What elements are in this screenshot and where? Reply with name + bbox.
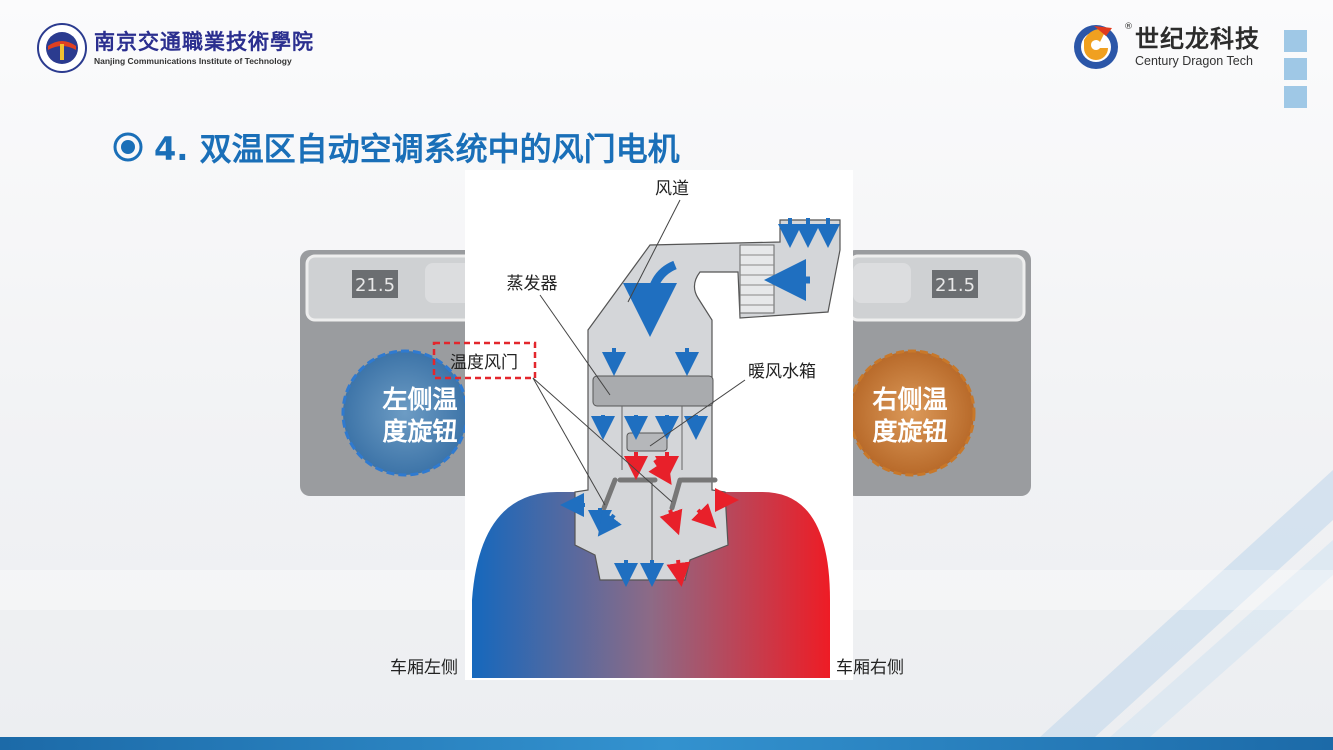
left-control-panel: 21.5 左侧温 度旋钮 <box>300 250 480 496</box>
label-cabin-left: 车厢左侧 <box>390 658 458 678</box>
right-knob-label: 度旋钮 <box>872 417 947 446</box>
label-duct: 风道 <box>655 179 689 199</box>
school-name-cn: 南京交通職業技術學院 <box>94 29 314 54</box>
right-temp-display: 21.5 <box>935 275 975 296</box>
decor-square <box>1284 30 1307 52</box>
right-knob-label: 右侧温 <box>872 385 947 414</box>
company-name-en: Century Dragon Tech <box>1135 54 1253 68</box>
left-knob-label: 度旋钮 <box>382 417 457 446</box>
slide-title-text: 4. 双温区自动空调系统中的风门电机 <box>154 130 680 168</box>
label-heater-core: 暖风水箱 <box>748 362 816 382</box>
company-logo: ® 世纪龙科技 Century Dragon Tech <box>1070 20 1260 72</box>
label-cabin-right: 车厢右侧 <box>836 658 904 678</box>
label-evaporator: 蒸发器 <box>507 274 558 294</box>
footer-bar <box>0 737 1333 750</box>
decor-square <box>1284 86 1307 108</box>
label-temp-door: 温度风门 <box>450 353 518 373</box>
slide-title: 4. 双温区自动空调系统中的风门电机 <box>112 124 680 170</box>
left-knob-label: 左侧温 <box>382 385 457 414</box>
school-name-en: Nanjing Communications Institute of Tech… <box>94 56 292 66</box>
decor-square <box>1284 58 1307 80</box>
dragon-logo-icon <box>1074 25 1118 69</box>
registered-mark: ® <box>1124 22 1133 32</box>
right-control-panel: 21.5 右侧温 度旋钮 <box>845 250 1031 496</box>
target-circle-icon <box>113 132 143 162</box>
evaporator <box>592 375 714 407</box>
school-logo: 南京交通職業技術學院 Nanjing Communications Instit… <box>36 22 314 74</box>
hot-air-arrows <box>624 452 739 587</box>
left-temp-display: 21.5 <box>355 275 395 296</box>
company-name-cn: 世纪龙科技 <box>1135 25 1260 53</box>
temp-door-highlight <box>432 341 537 380</box>
cold-air-arrows <box>560 218 840 587</box>
right-temp-door[interactable] <box>669 477 718 511</box>
school-emblem-icon <box>37 23 87 73</box>
heater-core <box>626 432 668 452</box>
